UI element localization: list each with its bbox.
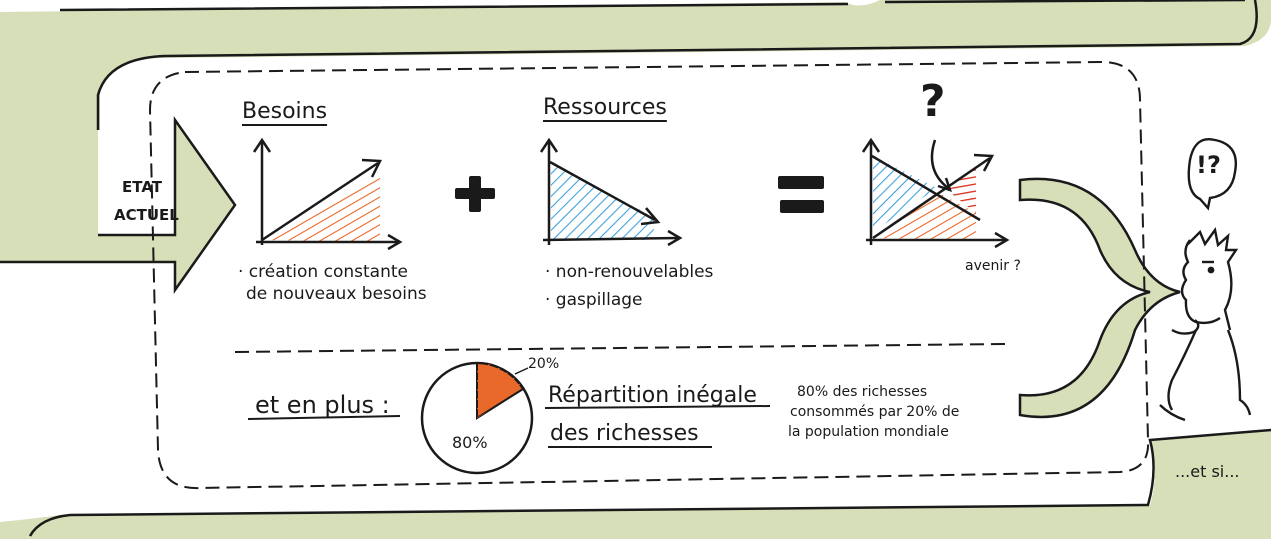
result-red-fill [944,168,976,213]
result-blue-fill [873,156,937,232]
pie-label-80: 80% [452,433,488,452]
thinker-figure [1159,138,1252,422]
state-label-line1: ETAT [122,178,162,196]
wealth-note-line1: 80% des richesses [797,384,928,400]
future-axis-label: avenir ? [965,258,1021,274]
state-label-line2: ACTUEL [114,206,179,224]
needs-bullet-2: de nouveaux besoins [246,284,427,304]
plus-sign [455,176,495,212]
wealth-note-line3: la population mondiale [788,424,949,440]
resources-chart [539,137,683,247]
unequal-heading-line1: Répartition inégale [548,383,757,408]
unequal-heading-line2: des richesses [550,421,699,446]
heading-underlines [247,405,771,448]
resources-title: Ressources [543,95,667,120]
dashed-frame [148,60,1150,490]
resources-bullet-2: · gaspillage [545,290,643,310]
question-mark: ? [920,76,946,127]
equals-sign [778,176,824,213]
resources-bullet-1: · non-renouvelables [545,262,714,282]
thinker-bubble-text: !? [1196,151,1221,179]
needs-bullet-1: · création constante [238,262,408,282]
needs-title: Besoins [242,99,328,124]
dashed-separator [234,343,1006,353]
result-orange-fill [873,192,976,240]
pie-label-20: 20% [528,356,560,372]
resources-fill [551,162,655,240]
wealth-note-line2: consommés par 20% de [790,404,960,420]
extra-lead: et en plus : [255,391,390,419]
pie-chart [420,361,534,475]
needs-chart [252,137,403,251]
closing-text: ...et si... [1175,462,1240,481]
needs-fill [262,170,380,242]
result-chart [861,137,1010,249]
speech-bubble [1187,138,1237,211]
